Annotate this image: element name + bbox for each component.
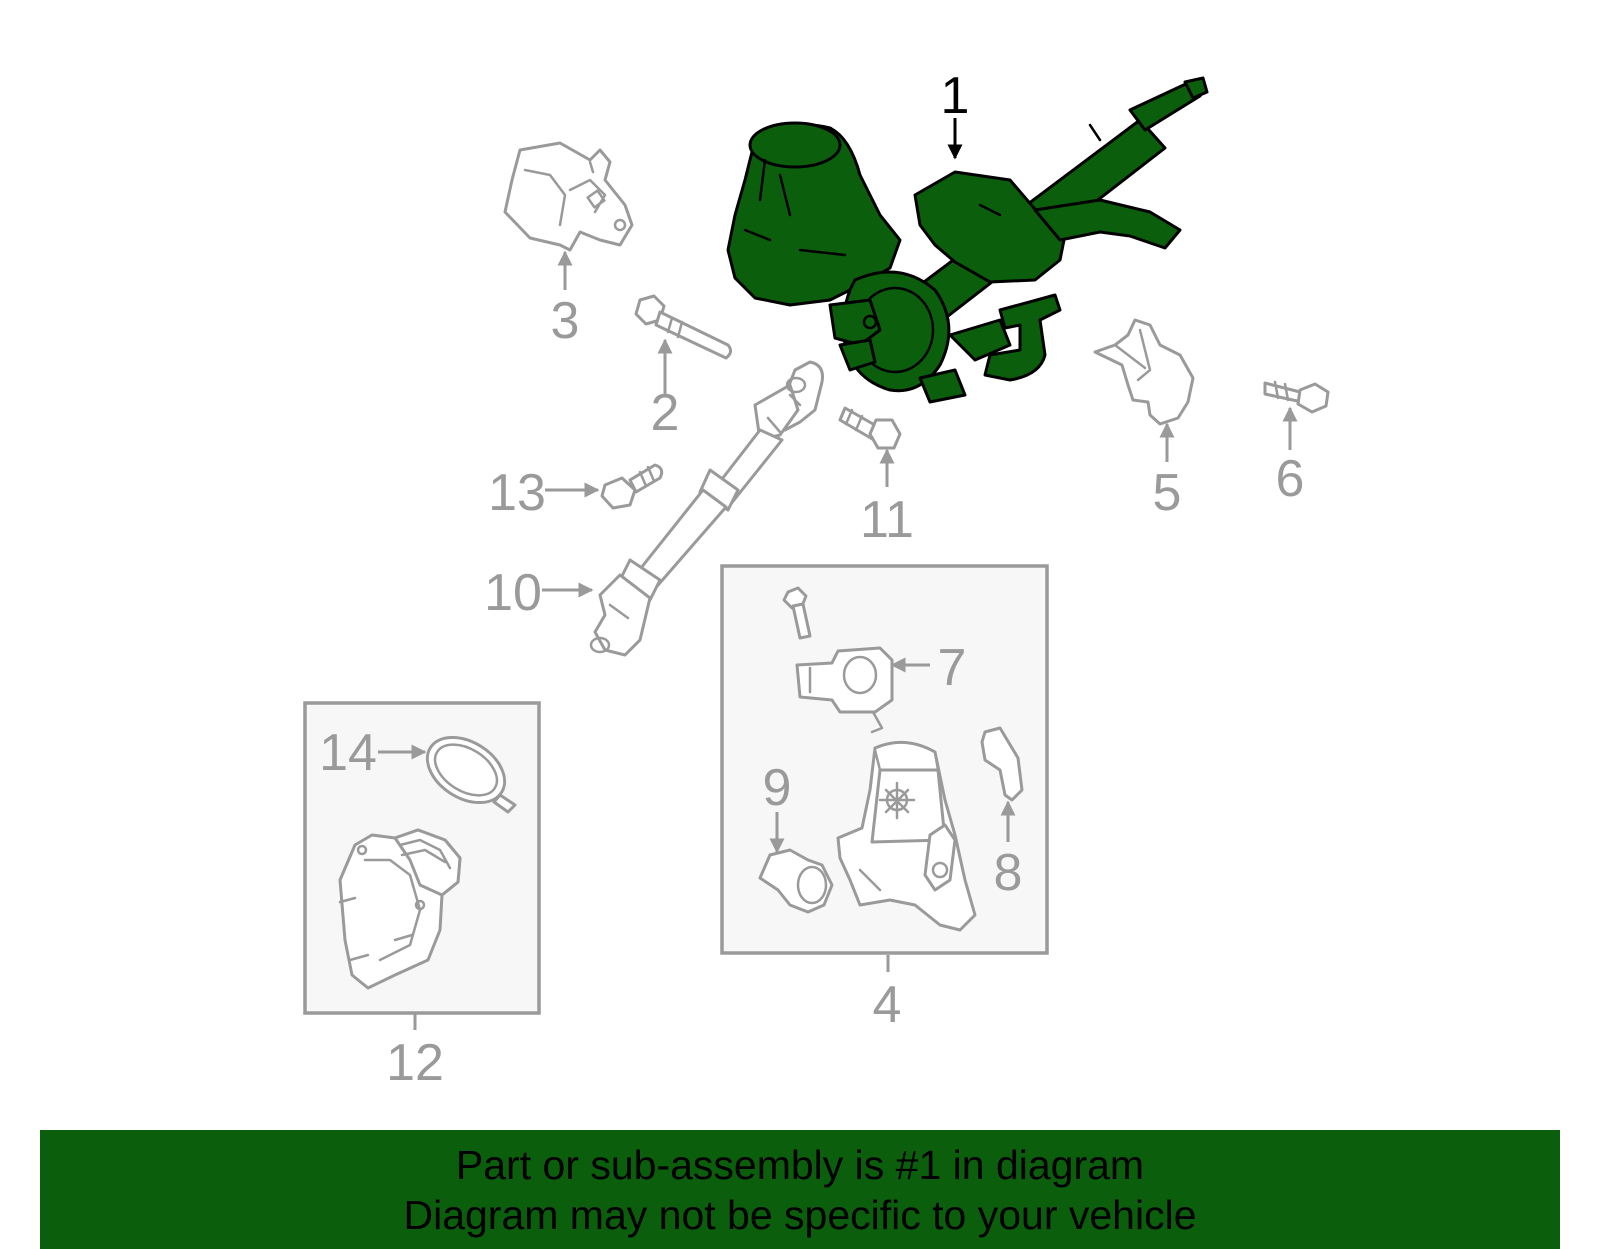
callout-3: 3 — [551, 292, 580, 350]
callout-1: 1 — [941, 67, 970, 125]
callout-9: 9 — [763, 759, 792, 817]
cover-part-5[interactable] — [1093, 318, 1195, 426]
bracket-part-8[interactable] — [980, 726, 1024, 802]
callout-13: 13 — [488, 464, 546, 522]
bolt-part-6[interactable] — [1263, 380, 1330, 414]
banner-line-2: Diagram may not be specific to your vehi… — [403, 1191, 1197, 1238]
callout-14: 14 — [319, 724, 377, 782]
bolt-part-13[interactable] — [600, 463, 664, 510]
callout-5: 5 — [1153, 464, 1182, 522]
callout-12: 12 — [386, 1034, 444, 1092]
callout-7: 7 — [938, 639, 967, 697]
callout-10: 10 — [484, 564, 542, 622]
callout-11: 11 — [860, 491, 914, 549]
bolt-part-2[interactable] — [634, 294, 733, 360]
callout-8: 8 — [994, 844, 1023, 902]
ring-part-14[interactable] — [416, 724, 517, 816]
sensor-part-7[interactable] — [782, 586, 894, 734]
banner-line-1: Part or sub-assembly is #1 in diagram — [455, 1141, 1145, 1188]
intermediate-shaft-part-10[interactable] — [589, 360, 824, 657]
callout-4: 4 — [873, 976, 902, 1034]
switch-part-9[interactable] — [758, 848, 834, 914]
cover-part-12[interactable] — [338, 828, 462, 990]
disclaimer-banner: Part or sub-assembly is #1 in diagram Di… — [40, 1130, 1560, 1249]
callout-6: 6 — [1276, 450, 1305, 508]
lock-housing-part-4[interactable] — [836, 740, 977, 932]
callout-2: 2 — [651, 384, 680, 442]
bracket-part-3[interactable] — [503, 141, 634, 252]
steering-column-part-1[interactable] — [726, 76, 1209, 404]
bolt-part-11[interactable] — [838, 406, 902, 450]
